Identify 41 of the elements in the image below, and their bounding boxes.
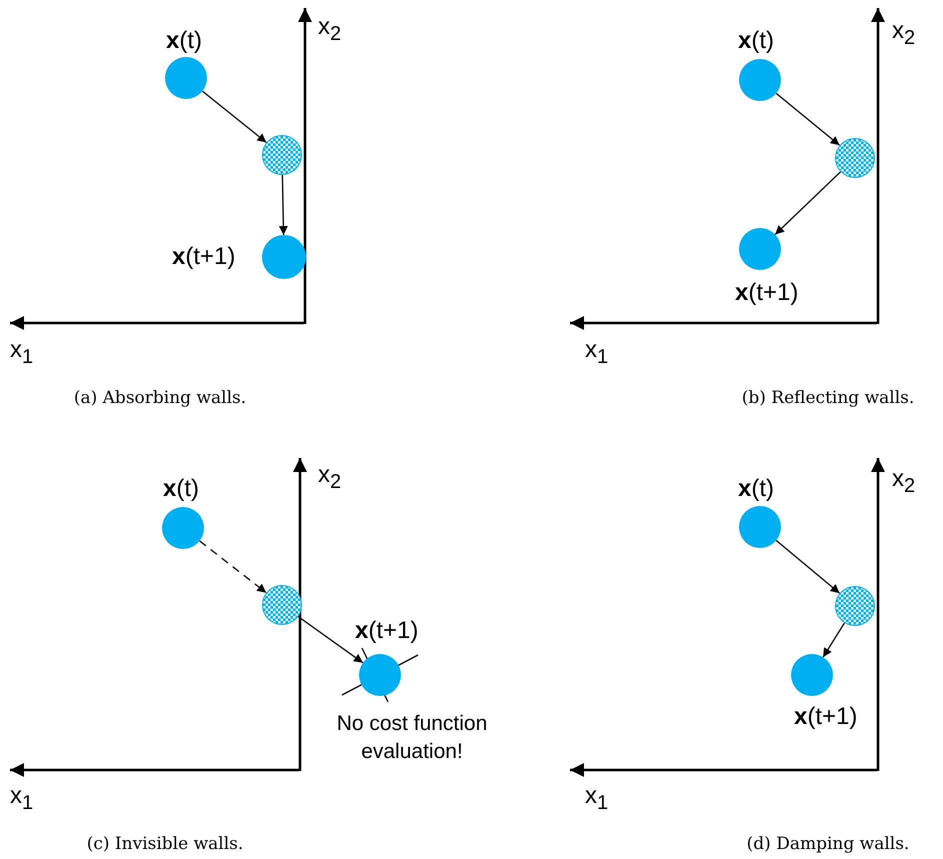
position-label: x(t)	[738, 28, 774, 54]
particle-circle	[165, 57, 207, 99]
wall-position-circle	[835, 138, 875, 178]
particle-circle	[739, 228, 781, 270]
panel-caption: (c) Invisible walls.	[86, 834, 244, 854]
position-label: x(t+1)	[355, 618, 418, 644]
axis-label: x$_{2}$	[318, 14, 342, 47]
particle-circle	[359, 654, 401, 696]
note-text: No cost function evaluation!	[336, 711, 488, 765]
arrow	[822, 622, 845, 658]
position-label: x(t)	[163, 476, 200, 502]
position-label: x(t+1)	[735, 280, 798, 306]
axis-label: x$_{1}$	[10, 783, 34, 816]
position-label: x(t)	[738, 476, 774, 502]
particle-circle	[162, 507, 204, 549]
panel-caption: (b) Reflecting walls.	[742, 388, 914, 408]
axis-label: x$_{2}$	[892, 466, 916, 499]
arrow	[298, 616, 364, 664]
particle-circle	[262, 235, 306, 279]
axis-label: x$_{2}$	[892, 18, 916, 51]
panel-caption: (d) Damping walls.	[746, 834, 910, 854]
wall-position-circle	[262, 135, 302, 175]
arrow	[202, 90, 267, 143]
arrow	[774, 171, 841, 235]
axis-label: x$_{1}$	[585, 783, 608, 816]
wall-position-circle	[262, 585, 302, 625]
axis-label: x$_{1}$	[585, 337, 608, 370]
arrow	[776, 92, 840, 146]
axis-label: x$_{1}$	[10, 337, 34, 370]
arrow	[278, 174, 288, 236]
particle-circle	[739, 506, 781, 548]
arrow	[776, 540, 840, 594]
particle-circle	[791, 654, 833, 696]
position-label: x(t)	[166, 28, 202, 54]
arrow	[199, 540, 267, 594]
position-label: x(t+1)	[172, 244, 236, 270]
wall-position-circle	[835, 586, 875, 626]
position-label: x(t+1)	[794, 704, 858, 730]
axis-label: x$_{2}$	[318, 462, 342, 495]
particle-circle	[739, 59, 781, 101]
panel-caption: (a) Absorbing walls.	[74, 388, 246, 408]
